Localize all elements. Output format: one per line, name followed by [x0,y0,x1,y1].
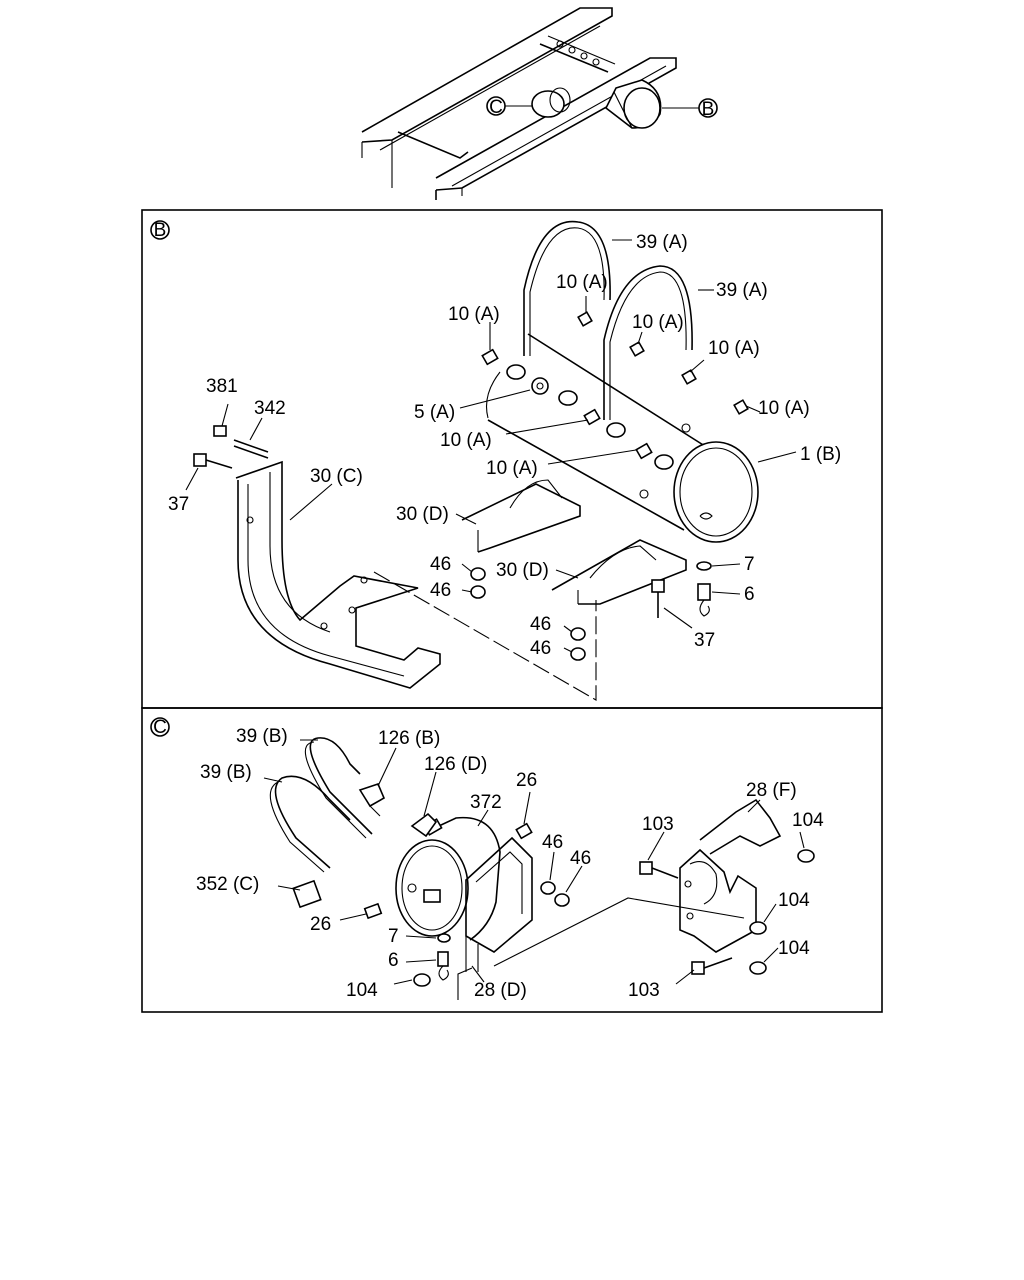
frame-holes [556,40,600,66]
label-46-2: 46 [430,580,451,601]
bracket-28f [679,798,782,953]
label-46-3: 46 [530,614,551,635]
label-30d-2: 30 (D) [496,560,549,581]
callout-c-label: C [489,97,503,118]
label-7-c: 7 [388,926,399,947]
bolt-103-top [639,861,679,879]
label-37-left: 37 [168,494,189,515]
label-10a-3: 10 (A) [632,312,684,333]
nut-104-a [797,849,815,863]
nuts-46 [470,567,586,661]
fitting-352c [292,879,322,909]
drain-valve [696,561,712,617]
label-342: 342 [254,398,286,419]
washer-7-c [437,933,451,943]
elbow-fittings [358,783,438,838]
label-6-b: 6 [744,584,755,605]
nut-104-c [749,961,767,975]
callout-b-label: B [702,99,715,120]
panel-c-leaders [263,739,805,985]
bolt-37-right [651,579,665,618]
small-air-tank-372 [395,816,501,941]
label-126d: 126 (D) [424,754,487,775]
label-26-left: 26 [310,914,331,935]
label-104-bottom: 104 [346,980,378,1001]
drain-6-c [437,951,449,981]
label-46-c2: 46 [570,848,591,869]
strap-39b-upper [304,737,373,839]
strap-39a-rear [523,220,611,356]
panel-b-leaders [185,239,797,653]
small-air-tank [531,87,571,118]
label-126b: 126 (B) [378,728,440,749]
label-37-right: 37 [694,630,715,651]
stud-and-bolt-left [193,425,269,469]
panel-b-marker-circle [150,220,170,240]
label-39a-1: 39 (A) [636,232,688,253]
strap-39a-front [603,265,693,420]
bracket-30c [235,460,441,689]
label-39b-2: 39 (B) [200,762,252,783]
nut-104-bottom [413,973,431,987]
label-10a-5: 10 (A) [758,398,810,419]
panel-c-marker-circle [150,717,170,737]
label-30c: 30 (C) [310,466,363,487]
label-10a-4: 10 (A) [708,338,760,359]
bracket-28d [465,836,533,972]
chassis-overview: C B [361,7,718,200]
plug-26-top [515,822,533,840]
label-104-a: 104 [792,810,824,831]
label-1b: 1 (B) [800,444,841,465]
label-39a-2: 39 (A) [716,280,768,301]
label-46-c1: 46 [542,832,563,853]
bracket-30d-upper [461,479,581,553]
panel-b-marker: B [154,220,167,241]
label-28f: 28 (F) [746,780,797,801]
label-103-bottom: 103 [628,980,660,1001]
label-26-top: 26 [516,770,537,791]
nut-104-b [749,921,767,935]
panel-b: B [141,209,883,709]
label-10a-7: 10 (A) [486,458,538,479]
label-381: 381 [206,376,238,397]
label-5a: 5 (A) [414,402,455,423]
label-28d: 28 (D) [474,980,527,1001]
label-46-4: 46 [530,638,551,659]
label-7-b: 7 [744,554,755,575]
label-104-b: 104 [778,890,810,911]
label-10a-2: 10 (A) [448,304,500,325]
nut-46-c1 [540,881,556,895]
label-46-1: 46 [430,554,451,575]
bolt-103-bottom [691,957,733,975]
label-39b-1: 39 (B) [236,726,288,747]
main-air-tank [604,79,662,129]
label-30d-1: 30 (D) [396,504,449,525]
label-10a-6: 10 (A) [440,430,492,451]
plug-26-left [363,902,383,920]
nut-46-c2 [554,893,570,907]
label-352c: 352 (C) [196,874,259,895]
panel-c-frame [141,707,883,1013]
label-10a-1: 10 (A) [556,272,608,293]
panel-c: C [141,707,883,1013]
label-104-c: 104 [778,938,810,959]
label-372: 372 [470,792,502,813]
strap-39b-lower [269,775,351,873]
bracket-30d-lower [551,539,687,605]
panel-c-marker: C [153,717,167,738]
label-6-c: 6 [388,950,399,971]
air-tank-1b [485,333,759,543]
label-103-top: 103 [642,814,674,835]
